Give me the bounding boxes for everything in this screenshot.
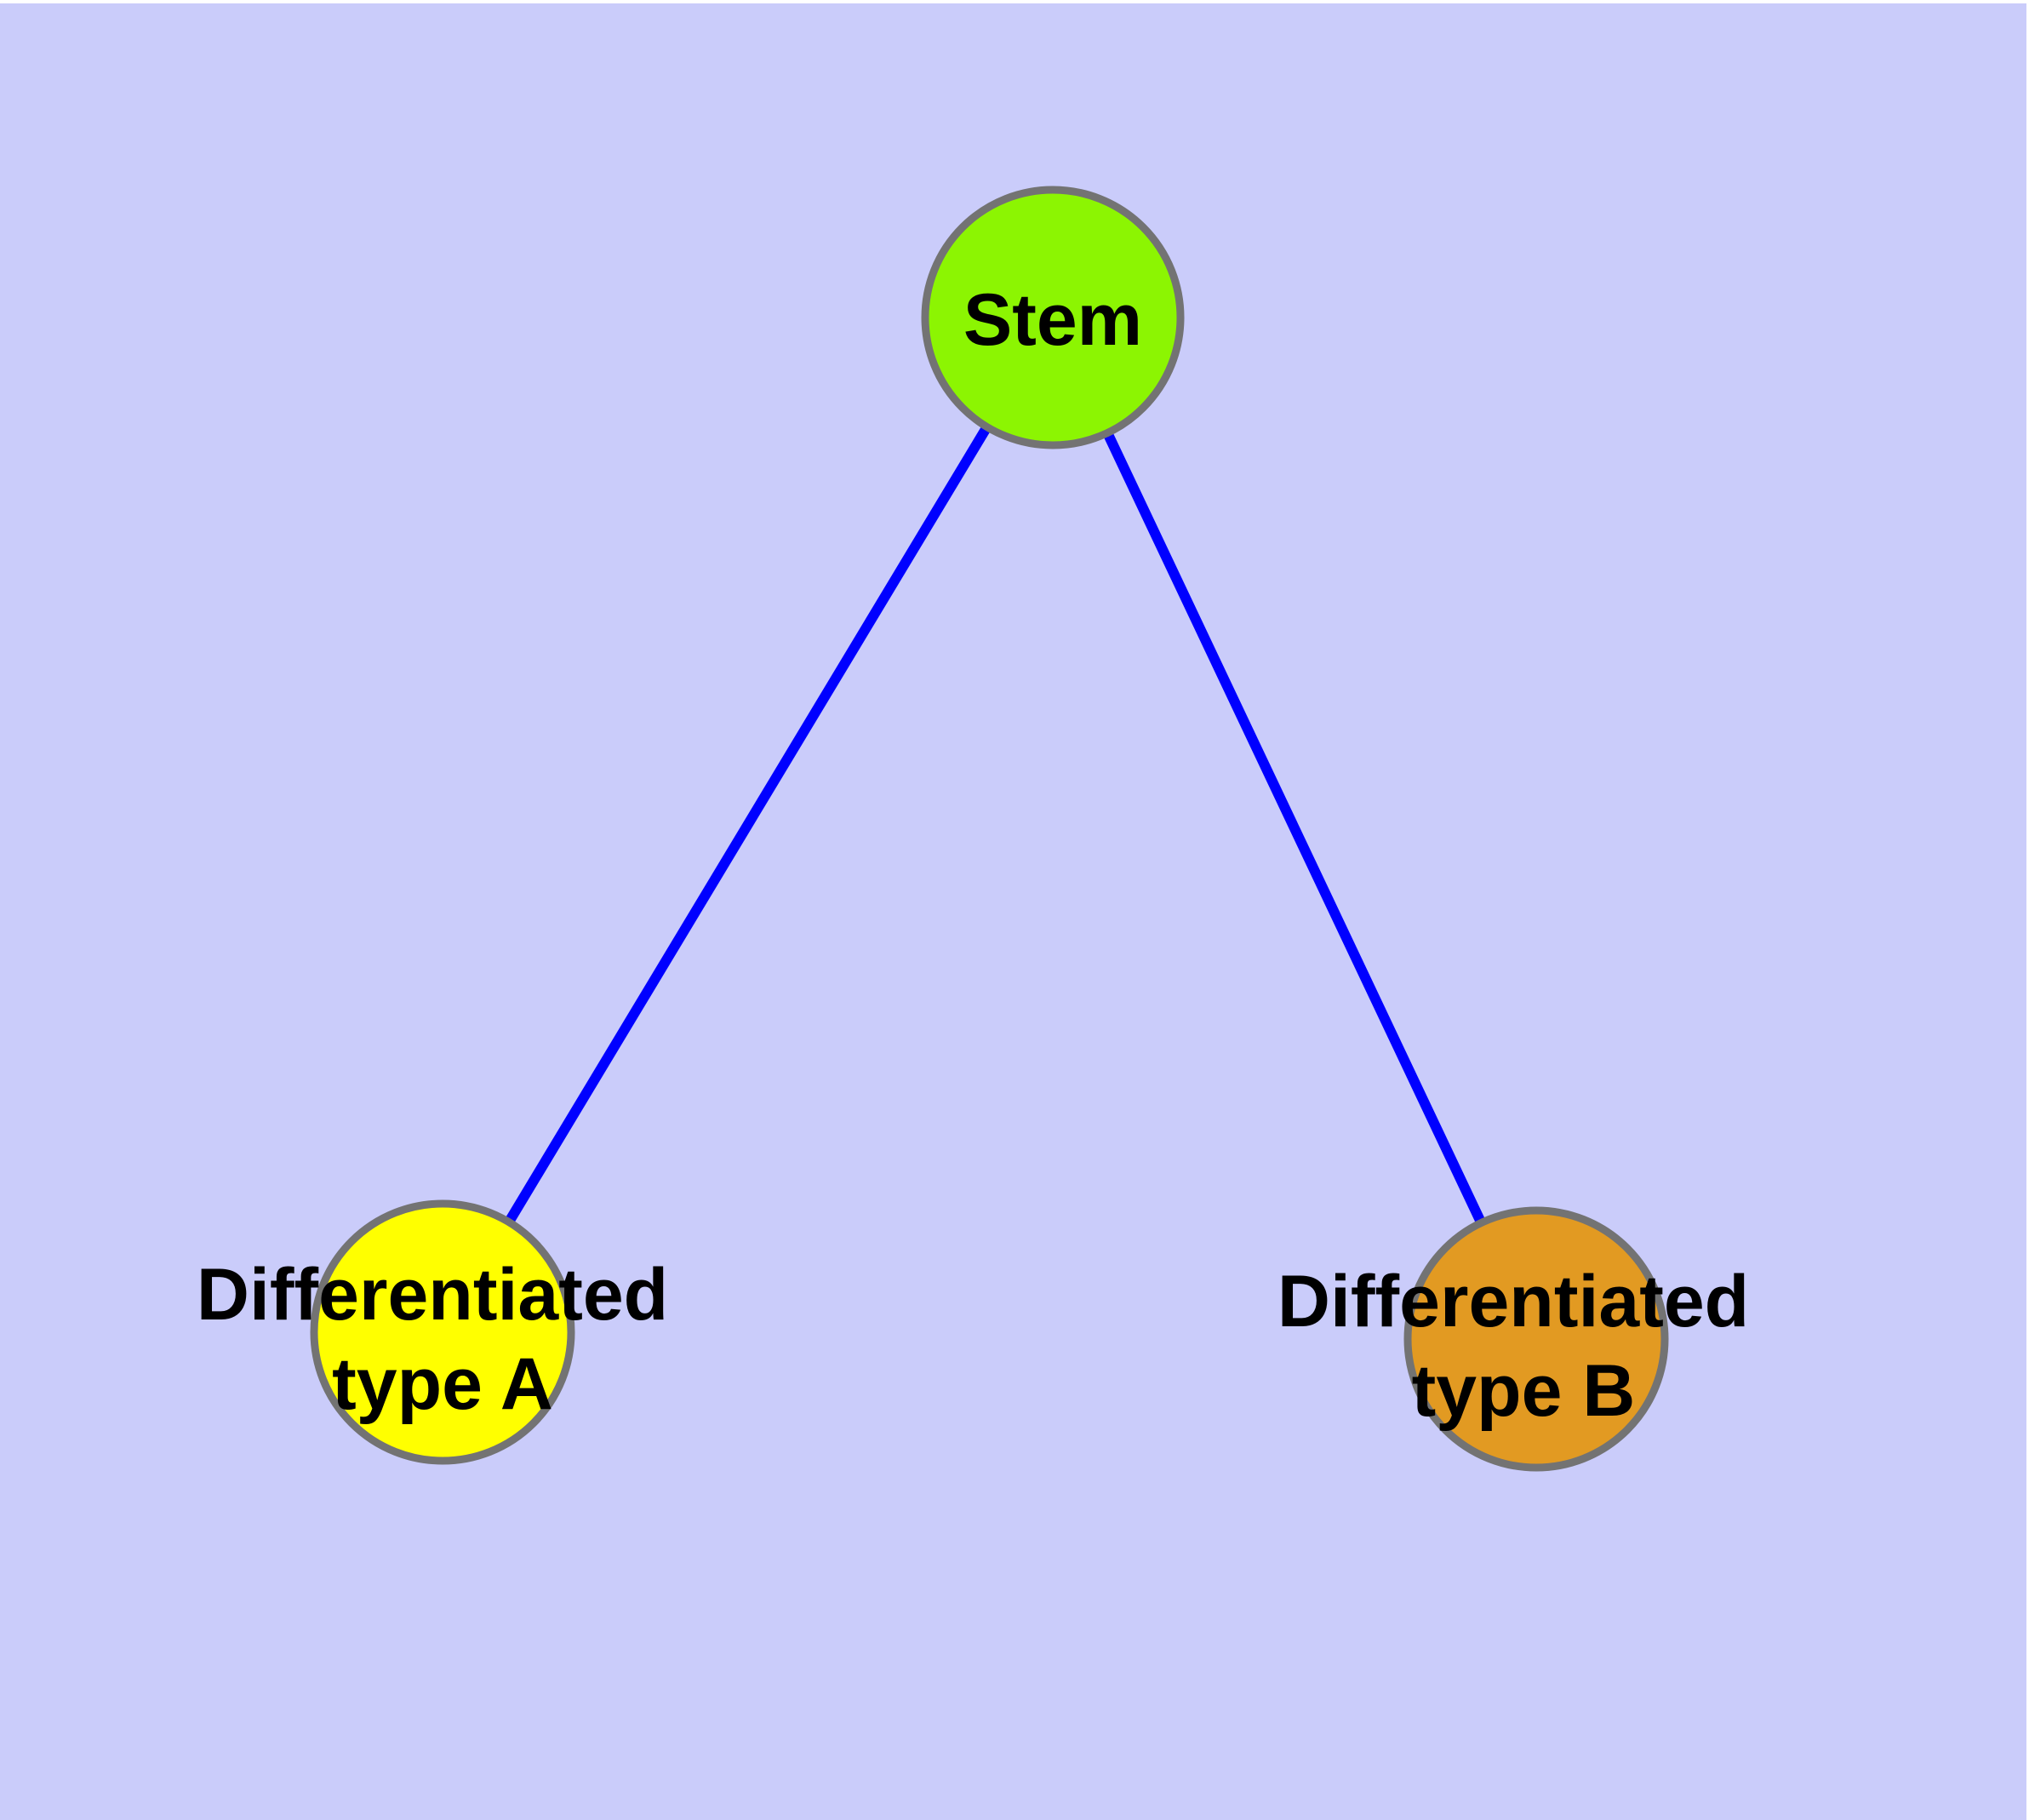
node-stem-circle xyxy=(921,186,1185,449)
node-type-b-label-line1: Differentiated xyxy=(1277,1261,1749,1342)
edge-stem-to-type-a xyxy=(437,314,1058,1336)
node-stem-label: Stem xyxy=(963,279,1142,361)
node-type-b-label: Differentiated type B xyxy=(1277,1261,1769,1432)
node-type-a-label: Differentiated type A xyxy=(197,1254,689,1425)
edge-stem-to-type-b xyxy=(1048,315,1541,1342)
node-type-b-label-line2: type B xyxy=(1412,1350,1636,1432)
node-type-b-circle xyxy=(1403,1206,1669,1472)
node-type-a-label-line1: Differentiated xyxy=(197,1254,668,1336)
node-type-a-label-line2: type A xyxy=(332,1343,553,1425)
node-type-a-circle xyxy=(310,1199,575,1465)
